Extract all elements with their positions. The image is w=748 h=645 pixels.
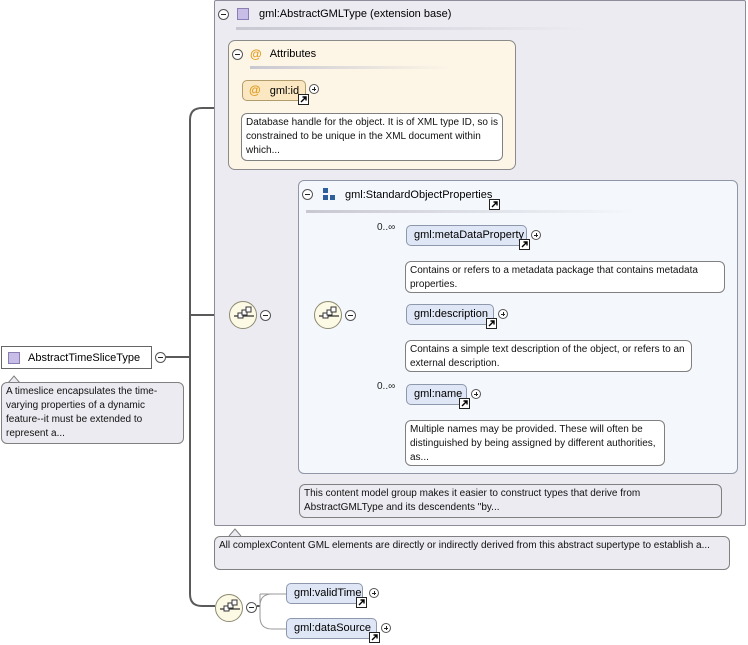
attributes-header-divider (250, 66, 450, 69)
element-data-source-link-icon[interactable] (369, 632, 380, 643)
extension-base-annotation-text: All complexContent GML elements are dire… (219, 540, 710, 551)
element-annotation-text: Multiple names may be provided. These wi… (410, 424, 656, 463)
attribute-gml-id-expand-toggle[interactable] (309, 84, 319, 94)
complex-type-icon (237, 8, 249, 20)
element-metadata-property[interactable]: gml:metaDataProperty (406, 225, 527, 246)
element-name: gml:validTime (294, 587, 362, 599)
root-type-name: AbstractTimeSliceType (28, 351, 141, 364)
group-collapse-toggle[interactable] (302, 189, 313, 200)
root-type-annotation: A timeslice encapsulates the time-varyin… (1, 382, 184, 444)
element-data-source-expand-toggle[interactable] (381, 623, 391, 633)
extension-base-header: gml:AbstractGMLType (extension base) (218, 8, 451, 20)
group-header-divider (306, 210, 636, 213)
root-type-annotation-text: A timeslice encapsulates the time-varyin… (6, 386, 158, 439)
element-valid-time-link-icon[interactable] (356, 597, 367, 608)
type-sequence-collapse-toggle[interactable] (246, 602, 257, 613)
occurrence-label: 0..∞ (377, 381, 396, 392)
element-name-annotation: Multiple names may be provided. These wi… (405, 420, 665, 466)
element-name: gml:description (414, 308, 488, 320)
complex-type-icon (8, 351, 20, 364)
attribute-gml-id-annotation-text: Database handle for the object. It is of… (246, 117, 498, 156)
extension-header-divider (236, 27, 586, 30)
element-name-link-icon[interactable] (459, 398, 470, 409)
element-name: gml:dataSource (294, 622, 372, 634)
group-annotation-text: This content model group makes it easier… (304, 488, 641, 513)
attribute-gml-id-link-icon[interactable] (298, 94, 309, 105)
element-description[interactable]: gml:description (406, 304, 494, 325)
element-data-source[interactable]: gml:dataSource (286, 618, 377, 639)
extension-collapse-toggle[interactable] (218, 8, 229, 20)
element-name: gml:name (414, 388, 463, 400)
element-metadata-property-expand-toggle[interactable] (531, 230, 541, 240)
root-collapse-toggle[interactable] (155, 352, 166, 363)
element-name-expand-toggle[interactable] (471, 389, 481, 399)
group-annotation: This content model group makes it easier… (299, 484, 722, 518)
attribute-gml-id[interactable]: @ gml:id (242, 80, 306, 101)
occurrence-label: 0..∞ (377, 222, 396, 233)
model-group-icon (323, 188, 337, 201)
attributes-collapse-toggle[interactable] (232, 48, 243, 60)
attribute-gml-id-annotation: Database handle for the object. It is of… (241, 113, 503, 161)
type-sequence-compositor[interactable] (215, 594, 243, 622)
attributes-title: Attributes (269, 48, 317, 60)
extension-base-title: gml:AbstractGMLType (extension base) (259, 8, 452, 20)
element-annotation-text: Contains or refers to a metadata package… (410, 265, 698, 290)
group-sequence-compositor[interactable] (314, 301, 342, 329)
extension-base-annotation: All complexContent GML elements are dire… (214, 536, 730, 570)
attributes-header: @ Attributes (232, 47, 316, 61)
element-valid-time[interactable]: gml:validTime (286, 583, 363, 604)
element-description-annotation: Contains a simple text description of th… (405, 340, 692, 372)
element-description-expand-toggle[interactable] (498, 309, 508, 319)
sequence-collapse-toggle[interactable] (260, 310, 271, 321)
attribute-name: gml:id (269, 85, 300, 97)
group-sequence-collapse-toggle[interactable] (345, 310, 356, 321)
element-metadata-property-annotation: Contains or refers to a metadata package… (405, 261, 725, 293)
root-type-box[interactable]: AbstractTimeSliceType (1, 346, 152, 369)
element-name: gml:metaDataProperty (414, 229, 525, 241)
element-annotation-text: Contains a simple text description of th… (410, 344, 685, 369)
attribute-at-icon: @ (249, 83, 261, 97)
group-title: gml:StandardObjectProperties (345, 188, 493, 201)
group-link-icon[interactable] (489, 199, 500, 210)
sequence-compositor[interactable] (229, 301, 257, 329)
element-metadata-property-link-icon[interactable] (519, 239, 530, 250)
element-valid-time-expand-toggle[interactable] (369, 588, 379, 598)
element-description-link-icon[interactable] (486, 318, 497, 329)
element-name-box[interactable]: gml:name (406, 384, 467, 405)
attribute-at-icon: @ (250, 47, 262, 61)
group-header: gml:StandardObjectProperties (302, 188, 492, 201)
